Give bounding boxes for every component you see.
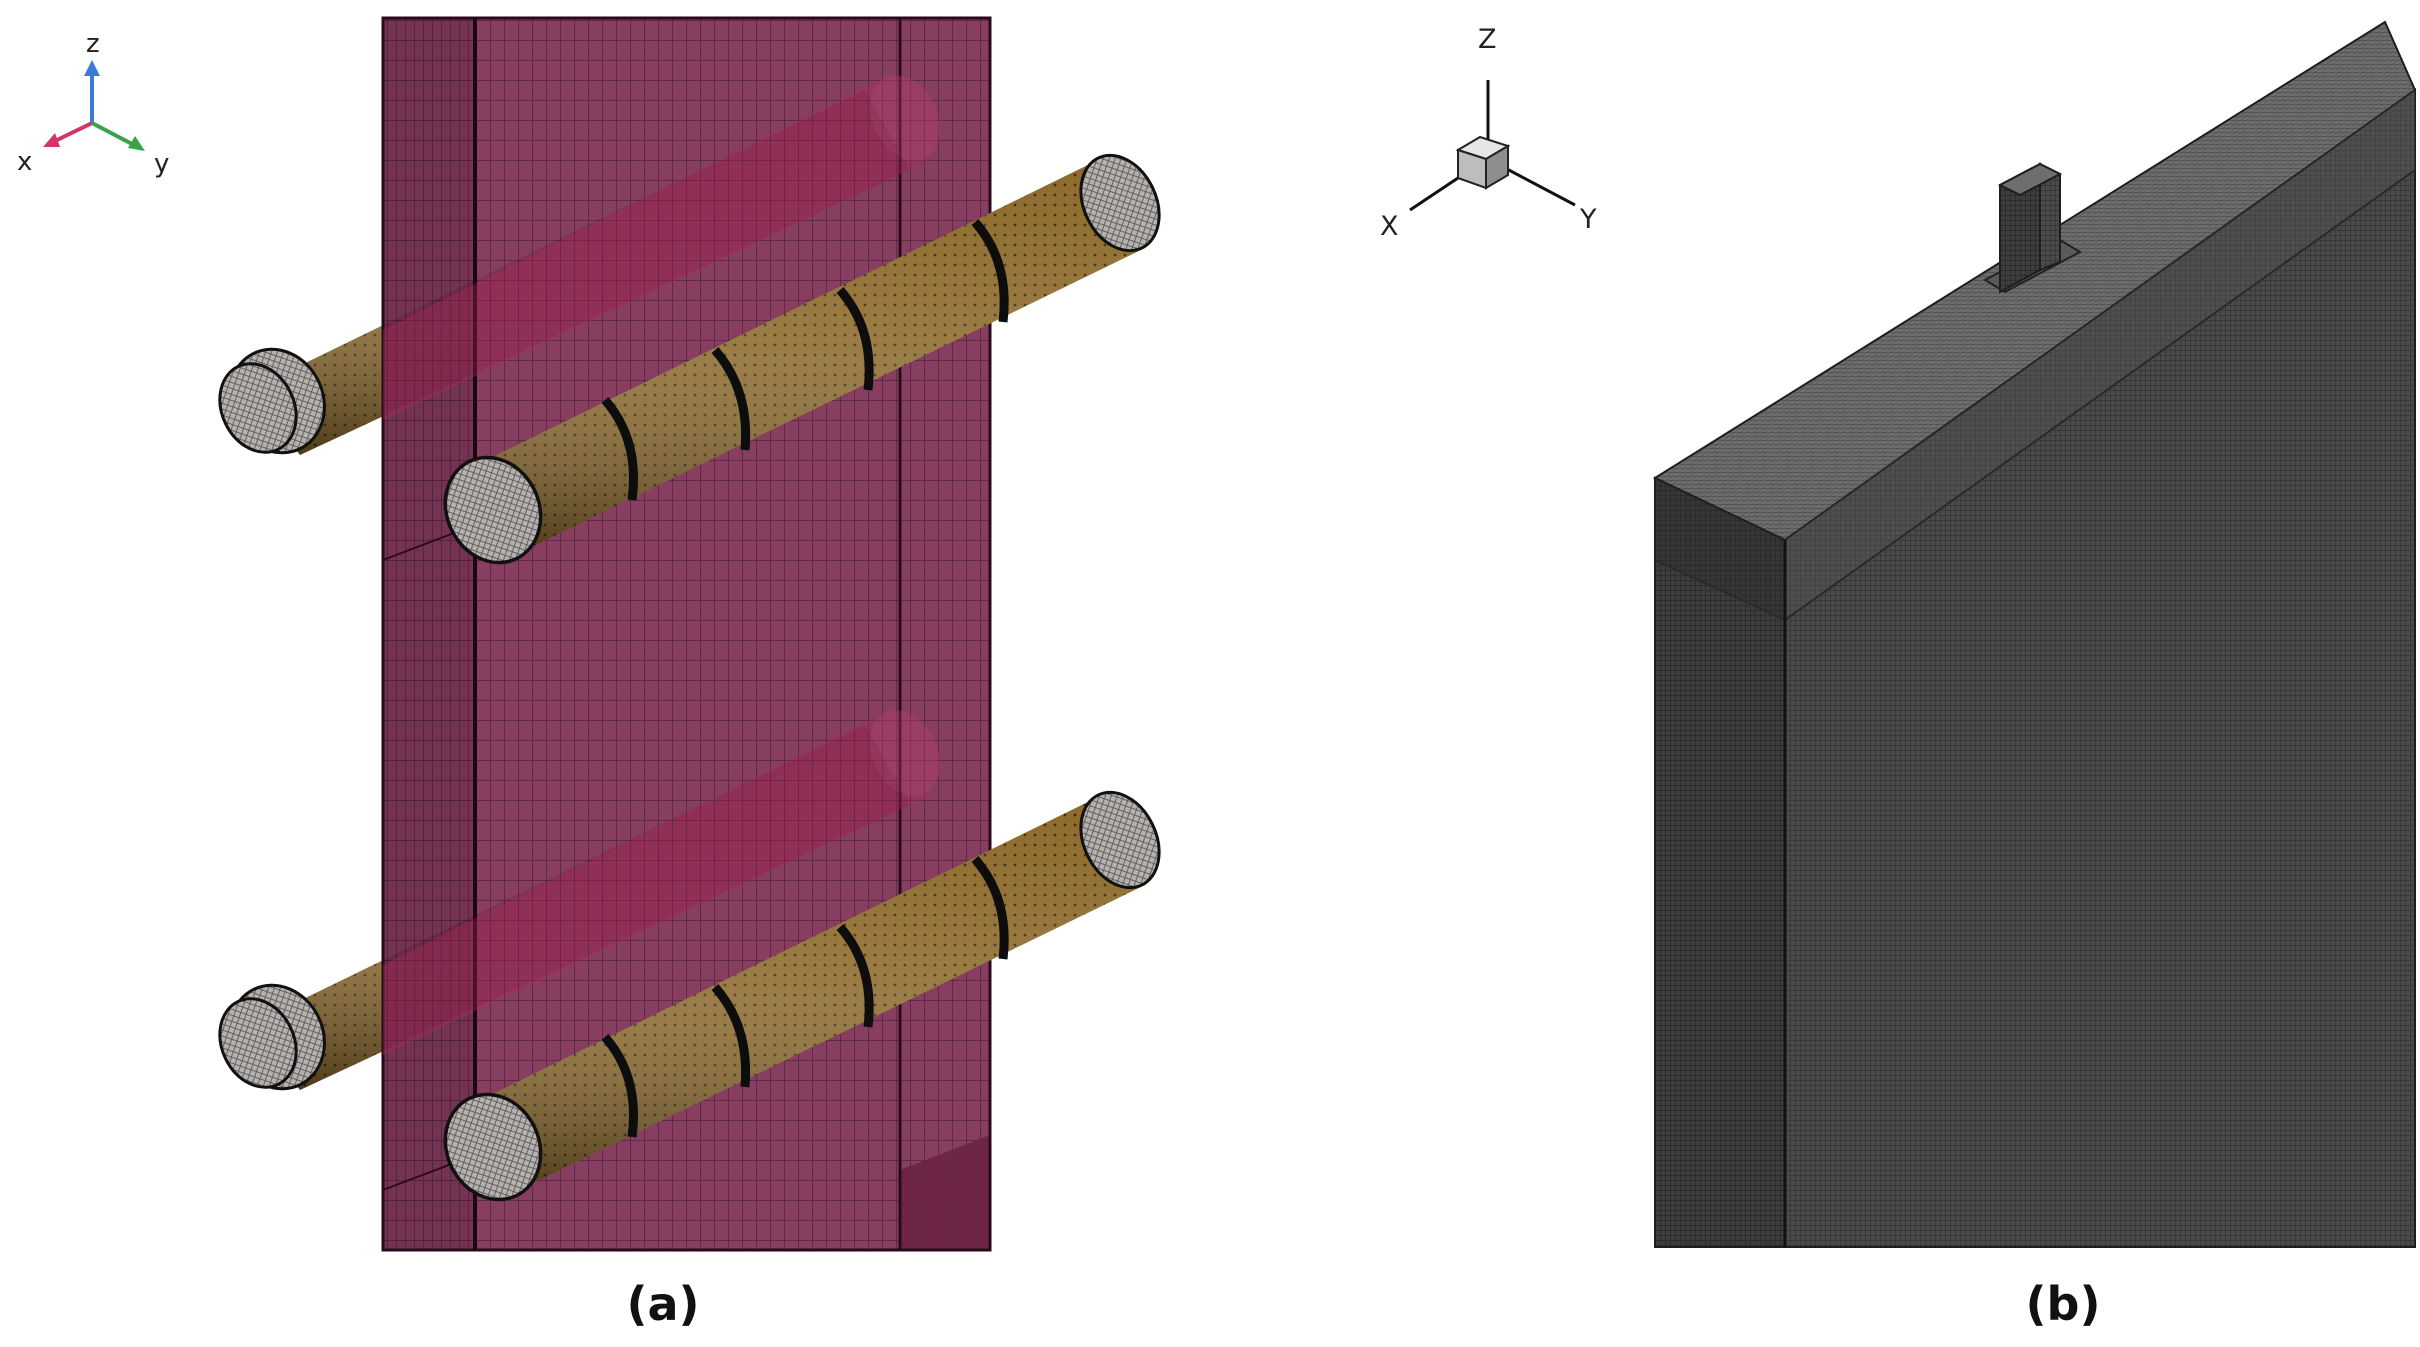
panel-a-caption: (a) <box>626 1277 699 1331</box>
axis-z-label-b: Z <box>1478 24 1497 55</box>
axis-triad-b: Z X Y <box>1380 24 1597 242</box>
axis-y-label-b: Y <box>1579 204 1597 235</box>
axis-x-label-b: X <box>1380 211 1399 242</box>
axis-triad-a: z x y <box>17 29 169 179</box>
rod-ghost-upper <box>383 75 940 420</box>
slab-mesh <box>1652 20 2417 1248</box>
panel-b-caption: (b) <box>2026 1277 2101 1331</box>
rod-ghost-lower <box>383 710 940 1055</box>
axis-x-label: x <box>17 147 32 177</box>
rod-front-upper <box>443 153 1161 565</box>
rod-front-lower <box>443 790 1161 1202</box>
panel-a: z x y <box>17 16 1161 1331</box>
axis-z-label: z <box>86 29 100 59</box>
inlet-stub <box>1982 162 2083 294</box>
panel-b: Z X Y (b) <box>1380 20 2417 1331</box>
axis-y-label: y <box>154 149 169 179</box>
